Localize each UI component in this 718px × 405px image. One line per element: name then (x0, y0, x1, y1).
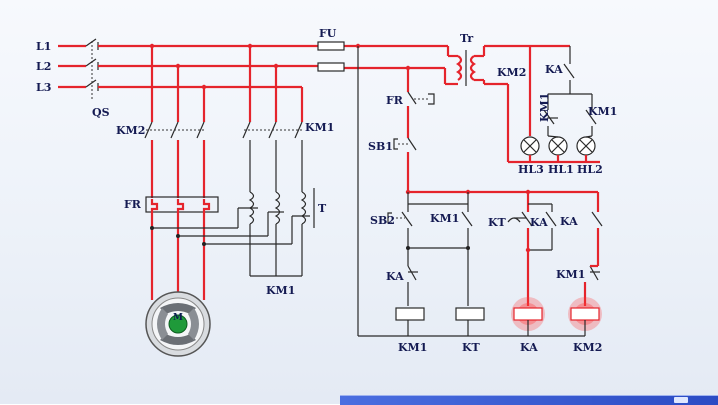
coil-km2 (570, 307, 600, 321)
lamp-hl1-icon (548, 136, 568, 156)
label-km2-lamp: KM2 (497, 66, 526, 79)
label-t: T (318, 202, 327, 215)
sb2-start-button (387, 211, 413, 227)
label-hl2: HL2 (577, 163, 603, 176)
label-tr: Tr (460, 32, 473, 45)
label-coil-ka: KA (520, 341, 538, 354)
label-km1-nc: KM1 (556, 268, 585, 281)
ka-nc-contact (407, 265, 418, 281)
label-qs: QS (92, 106, 110, 119)
lamp-hl3-icon (520, 136, 540, 156)
label-sb1: SB1 (368, 140, 393, 153)
label-sb2: SB2 (370, 214, 395, 227)
label-ka-contact: KA (530, 216, 548, 229)
lamp-circuit (484, 44, 600, 164)
fr-nc-contact (407, 91, 435, 105)
labels: L1 L2 L3 QS FU Tr KM2 KM1 FR T KM1 M FR … (36, 27, 617, 354)
fuse-fu1 (317, 41, 345, 51)
km1-nc-contact (589, 265, 600, 281)
label-ka-aux: KA (386, 270, 404, 283)
label-kt-contact: KT (488, 216, 507, 229)
transformer-tr (448, 46, 486, 86)
label-ka-series: KA (560, 215, 578, 228)
label-km1-lamp: KM1 (588, 105, 617, 118)
coil-kt (455, 307, 485, 321)
sb1-stop-button (393, 137, 417, 151)
motor-rotor-icon (168, 314, 188, 334)
control-circuit (357, 46, 603, 337)
label-l3: L3 (36, 81, 51, 94)
km1-aux-contact (461, 211, 473, 227)
label-coil-km1: KM1 (398, 341, 427, 354)
label-km1-lamp-vertical: KM1 (538, 93, 551, 122)
label-fr-heater: FR (124, 198, 142, 211)
label-ka-lamp: KA (545, 63, 563, 76)
label-l1: L1 (36, 40, 51, 53)
label-km1-bottom: KM1 (266, 284, 295, 297)
label-coil-kt: KT (462, 341, 481, 354)
kt-timed-contact (507, 211, 533, 227)
label-motor: M (173, 313, 183, 323)
motor-m (145, 291, 211, 357)
fr-thermal-heaters (145, 196, 219, 213)
label-hl3: HL3 (518, 163, 544, 176)
qs-switch (85, 38, 99, 100)
ka-series-contact (591, 211, 603, 227)
power-lines (58, 38, 458, 300)
label-coil-km2: KM2 (573, 341, 602, 354)
label-fu: FU (319, 27, 337, 40)
label-km1-aux: KM1 (430, 212, 459, 225)
coil-km1 (395, 307, 425, 321)
coil-ka (513, 307, 543, 321)
label-km2-main: KM2 (116, 124, 145, 137)
label-hl1: HL1 (548, 163, 574, 176)
label-l2: L2 (36, 60, 51, 73)
km1-main-contacts (242, 121, 303, 139)
km2-main-contacts (144, 121, 205, 139)
fuse-fu2 (317, 62, 345, 72)
lamp-hl2-icon (576, 136, 596, 156)
autotransformer-t (150, 140, 315, 277)
bottom-toolbar-strip[interactable] (340, 395, 718, 405)
label-fr-ctrl: FR (386, 94, 404, 107)
strip-handle[interactable] (674, 397, 688, 403)
label-km1-main: KM1 (305, 121, 334, 134)
